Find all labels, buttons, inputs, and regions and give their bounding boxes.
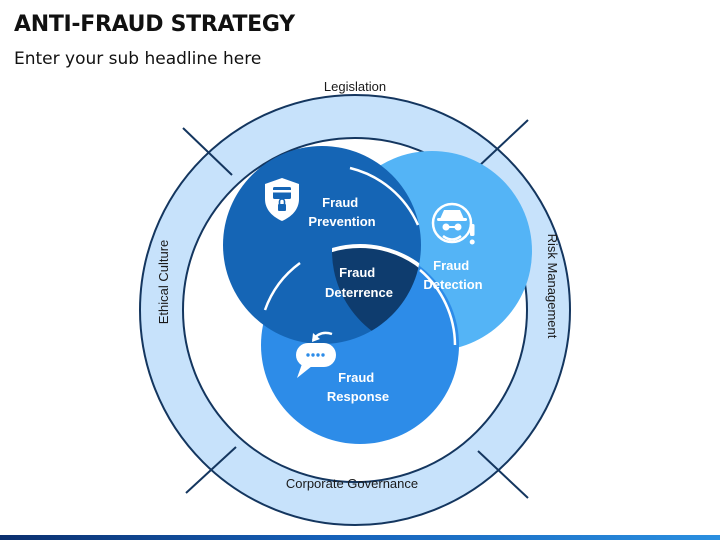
fraud-deterrence-label: Fraud Deterrence: [325, 265, 393, 300]
ring-dividers: [182, 119, 529, 499]
fraud-prevention-line1: Fraud: [322, 195, 358, 210]
fraud-deterrence-line1: Fraud: [339, 265, 375, 280]
page-title: ANTI-FRAUD STRATEGY: [14, 12, 295, 37]
fraud-prevention-line2: Prevention: [308, 214, 375, 229]
spy-alert-icon: [431, 202, 475, 245]
fraud-response-line2: Response: [327, 389, 389, 404]
fraud-prevention-label: Fraud Prevention: [308, 195, 375, 229]
response-over-detection-edge: [419, 269, 457, 346]
ring-label-ethical-culture: Ethical Culture: [156, 240, 171, 325]
ring-label-legislation: Legislation: [324, 79, 386, 94]
fraud-response-label: Fraud Response: [327, 370, 389, 404]
fraud-detection-line2: Detection: [423, 277, 482, 292]
ring-label-corporate-governance: Corporate Governance: [286, 476, 418, 491]
fraud-response-line1: Fraud: [338, 370, 374, 385]
fraud-detection-label: Fraud Detection: [423, 258, 482, 292]
shield-card-lock-icon: [265, 178, 299, 221]
fraud-deterrence-line2: Deterrence: [325, 285, 393, 300]
detection-over-prevention-edge: [349, 166, 420, 226]
bottom-accent-bar: [0, 535, 720, 540]
fraud-detection-line1: Fraud: [433, 258, 469, 273]
chat-reply-icon: [296, 331, 336, 378]
ring-label-risk-management: Risk Management: [545, 234, 560, 339]
page-subtitle: Enter your sub headline here: [14, 49, 262, 69]
prevention-over-response-edge: [263, 261, 301, 311]
